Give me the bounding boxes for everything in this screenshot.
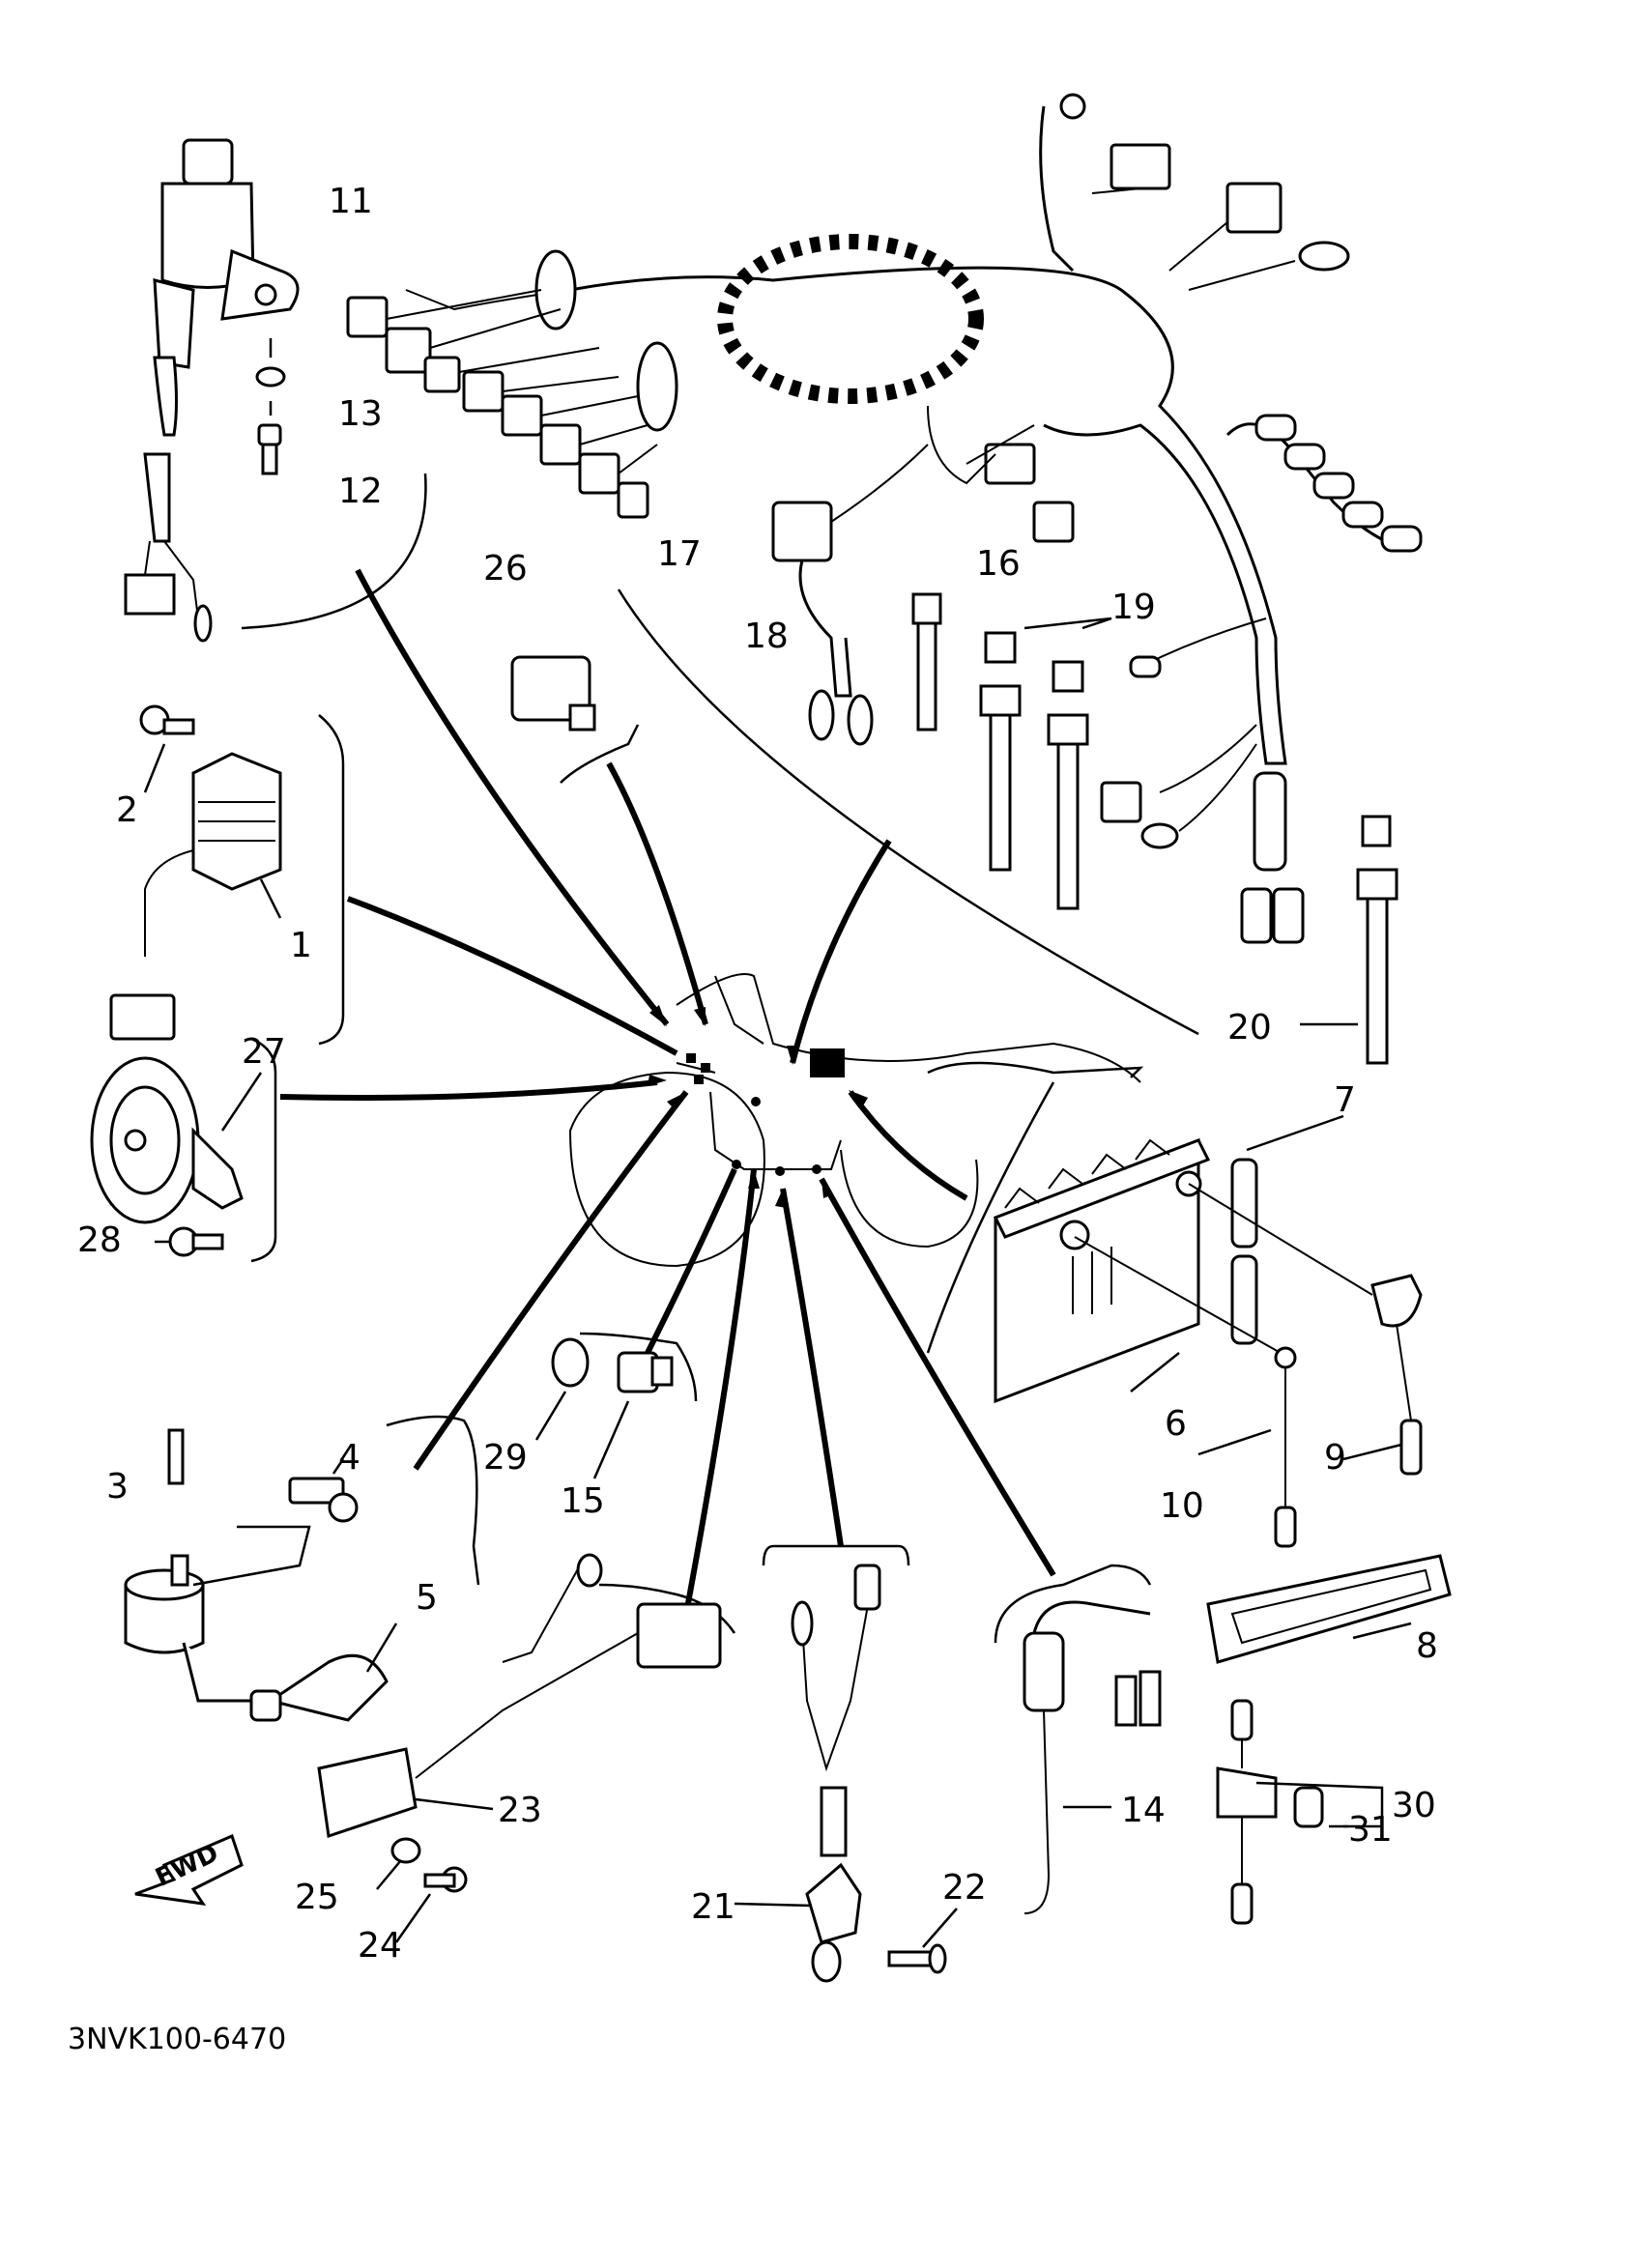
wire-harness-part-17 (346, 93, 1423, 944)
label-30: 30 (1392, 1786, 1436, 1825)
part-labels: 11 13 12 17 26 16 19 18 2 1 20 27 7 28 6… (77, 182, 1438, 1966)
motorcycle-outline (568, 973, 1141, 1268)
label-7: 7 (1334, 1080, 1356, 1120)
horn-part-27 (90, 1056, 244, 1224)
label-8: 8 (1416, 1626, 1438, 1666)
label-2: 2 (116, 790, 138, 830)
cable-tie-part-20 (1356, 815, 1398, 1065)
fuse-part-31 (1293, 1786, 1324, 1828)
label-6: 6 (1165, 1404, 1187, 1444)
relay-part-26 (510, 655, 596, 732)
bolt-part-24 (423, 1866, 468, 1893)
label-10: 10 (1160, 1486, 1204, 1526)
battery-location-marker (810, 1048, 845, 1077)
label-20: 20 (1227, 1008, 1272, 1048)
washer-part-29 (551, 1337, 590, 1388)
label-1: 1 (290, 926, 312, 965)
label-19: 19 (1111, 588, 1156, 627)
label-12: 12 (338, 472, 383, 511)
label-17: 17 (657, 534, 702, 574)
tube-part-7 (1230, 1114, 1344, 1345)
lead-part-10 (1074, 1236, 1297, 1548)
label-3: 3 (106, 1467, 129, 1507)
cable-tie-part-19 (979, 631, 1089, 910)
sensor-part-21 (791, 1564, 881, 1983)
lead-part-14 (1023, 1600, 1162, 1914)
label-23: 23 (498, 1791, 542, 1830)
cdi-unit-part-23 (317, 1553, 722, 1838)
lead-part-9 (1188, 1183, 1423, 1476)
label-5: 5 (416, 1578, 438, 1618)
screw-part-12 (257, 423, 282, 475)
ignition-coil-part-3 (124, 1428, 251, 1703)
washer-part-13 (255, 366, 286, 388)
label-13: 13 (338, 394, 383, 434)
battery-part-6 (993, 1137, 1211, 1404)
label-31: 31 (1348, 1810, 1393, 1850)
label-15: 15 (561, 1481, 605, 1521)
label-24: 24 (358, 1926, 402, 1966)
battery-band-part-8 (1206, 1554, 1452, 1664)
label-16: 16 (976, 544, 1021, 584)
label-28: 28 (77, 1220, 122, 1260)
rectifier-part-1 (109, 752, 282, 1041)
label-4: 4 (338, 1438, 360, 1478)
label-25: 25 (295, 1878, 339, 1917)
leader-lines (279, 568, 1056, 1615)
bolt-part-2 (139, 704, 195, 735)
label-27: 27 (242, 1032, 286, 1072)
fwd-arrow-icon: FWD (134, 1833, 244, 1906)
label-26: 26 (483, 549, 528, 589)
label-14: 14 (1121, 1791, 1166, 1830)
label-22: 22 (942, 1868, 987, 1908)
fuse-holder-part-30 (1216, 1699, 1278, 1925)
washer-part-25 (390, 1837, 421, 1864)
diagram-code: 3NVK100-6470 (68, 2023, 286, 2056)
label-29: 29 (483, 1438, 528, 1478)
neutral-switch-part-15 (617, 1351, 674, 1393)
plug-cap-part-5 (249, 1653, 389, 1722)
label-9: 9 (1324, 1438, 1346, 1478)
label-18: 18 (744, 617, 789, 656)
group-brackets (241, 473, 1199, 1644)
label-11: 11 (329, 182, 373, 221)
main-switch-part-11 (124, 138, 300, 643)
screw-part-4 (288, 1477, 359, 1523)
screw-part-22 (887, 1943, 947, 1974)
bolt-part-28 (168, 1226, 224, 1257)
relay-part-18 (771, 444, 929, 746)
label-21: 21 (691, 1887, 735, 1927)
cable-tie-part-16 (911, 592, 942, 732)
